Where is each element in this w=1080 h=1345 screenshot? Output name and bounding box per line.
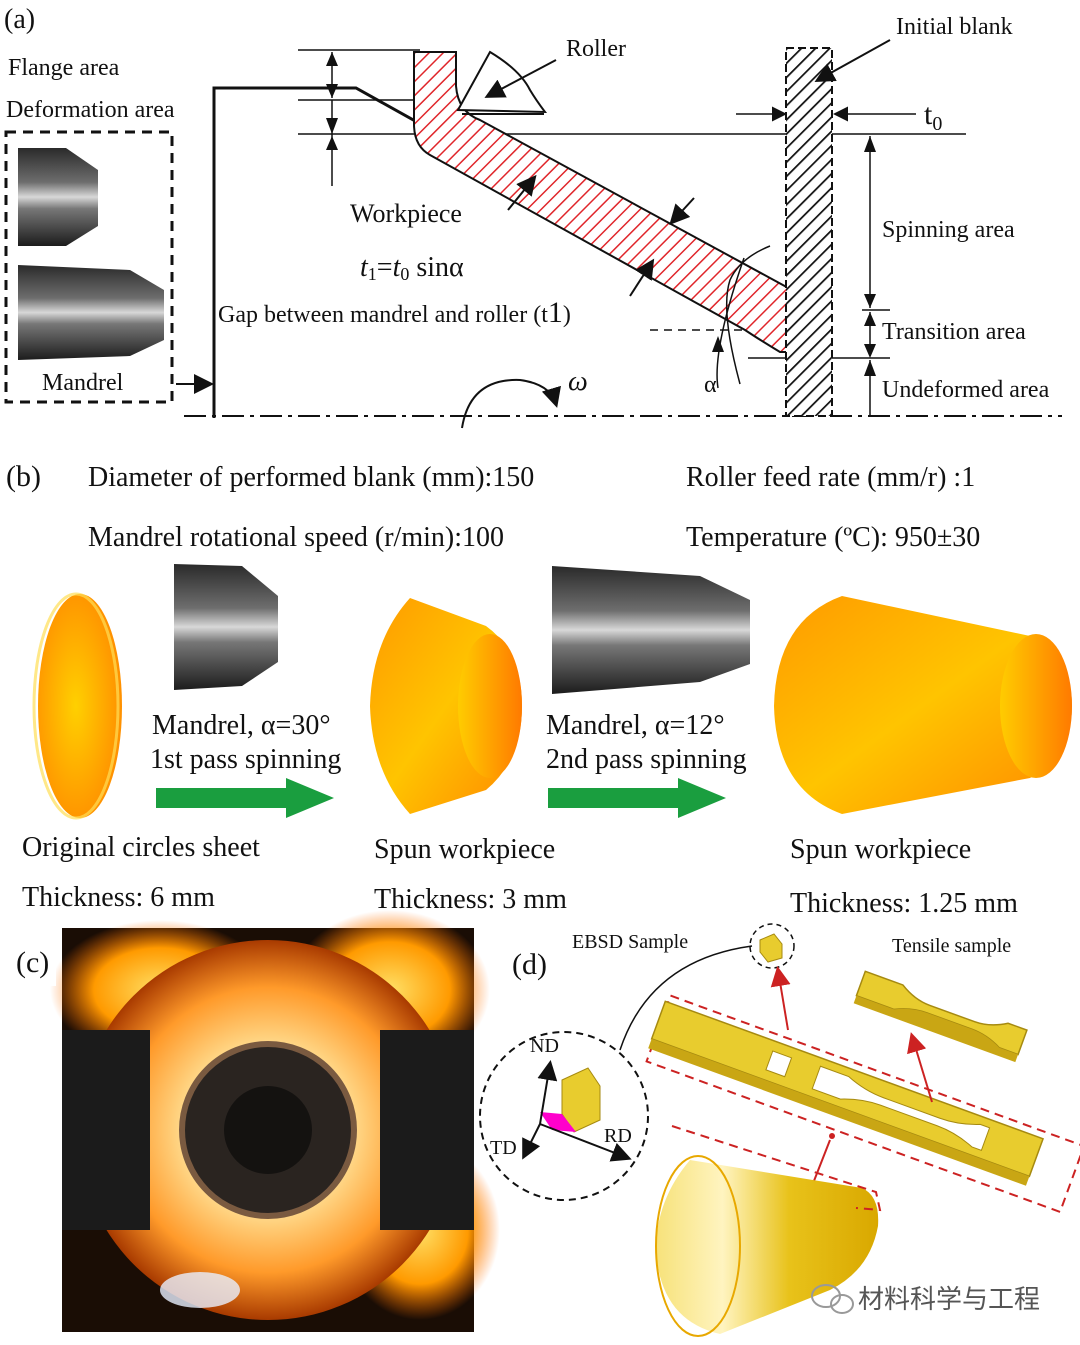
alpha-arc-left bbox=[716, 257, 745, 389]
undeformed-area-label: Undeformed area bbox=[882, 377, 1050, 403]
panel-b: (b) Diameter of performed blank (mm):150… bbox=[6, 460, 1072, 919]
tensile-label: Tensile sample bbox=[892, 935, 1011, 957]
dim-deform-arrows bbox=[326, 118, 338, 150]
mandrel-photo-box bbox=[4, 130, 174, 404]
cone-connector-dot bbox=[829, 1133, 835, 1139]
panel-c-label-bg bbox=[6, 940, 56, 986]
yellow-cone bbox=[655, 1125, 882, 1337]
panel-d-label: (d) bbox=[512, 948, 547, 981]
feed-param: Roller feed rate (mm/r) :1 bbox=[686, 462, 975, 493]
thickness-2-label: Thickness: 3 mm bbox=[374, 884, 567, 915]
original-disc-edge bbox=[32, 592, 120, 820]
spun-1-label: Spun workpiece bbox=[374, 834, 555, 865]
ebsd-extract-arrow bbox=[770, 966, 791, 1031]
roller-pointer bbox=[484, 59, 557, 98]
ebsd-label: EBSD Sample bbox=[572, 931, 688, 953]
panel-b-label: (b) bbox=[6, 460, 41, 493]
transition-dim-arrows bbox=[864, 312, 876, 358]
cone-rim bbox=[655, 1155, 741, 1337]
initial-blank bbox=[785, 47, 833, 417]
roller-shape bbox=[456, 50, 548, 114]
workpiece-pointer bbox=[507, 174, 537, 211]
original-disc bbox=[38, 594, 122, 818]
diameter-param: Diameter of performed blank (mm):150 bbox=[88, 462, 534, 493]
flange-area-label: Flange area bbox=[8, 55, 120, 81]
tensile-sample bbox=[853, 970, 1028, 1063]
initial-blank-pointer bbox=[814, 39, 891, 82]
deformation-area-label: Deformation area bbox=[6, 97, 175, 123]
pass2-mandrel-label: Mandrel, α=12° bbox=[546, 710, 725, 741]
gap-label: Gap between mandrel and roller (t1) bbox=[218, 296, 571, 329]
panel-d: (d) EBSD Sample Tensile sample ND RD TD bbox=[479, 923, 1080, 1337]
temperature-param: Temperature (ºC): 950±30 bbox=[686, 522, 980, 553]
thickness-arrow-2 bbox=[629, 258, 655, 297]
left-roller bbox=[62, 1030, 150, 1230]
thickness-arrow-1 bbox=[669, 197, 695, 225]
transition-area-label: Transition area bbox=[882, 319, 1026, 345]
formula: t1=t0 sinα bbox=[360, 252, 464, 284]
pass2-arrow bbox=[548, 778, 726, 818]
tensile-extract-arrow bbox=[907, 1032, 933, 1103]
cone-dashed-strip bbox=[671, 1125, 882, 1212]
original-sheet-label: Original circles sheet bbox=[22, 832, 260, 863]
pass1-label: 1st pass spinning bbox=[150, 744, 341, 775]
torch-flame bbox=[160, 1272, 240, 1308]
mandrel-12deg bbox=[552, 566, 750, 694]
watermark: 材料科学与工程 bbox=[811, 1284, 1040, 1315]
spinning-area-label: Spinning area bbox=[882, 217, 1015, 243]
td-axis bbox=[522, 1123, 541, 1160]
alpha-arc bbox=[725, 245, 771, 385]
ebsd-td-face bbox=[540, 1112, 576, 1132]
speed-param: Mandrel rotational speed (r/min):100 bbox=[88, 522, 504, 553]
ebsd-sample-small bbox=[759, 933, 783, 963]
td-label: TD bbox=[490, 1137, 517, 1159]
ebsd-connector bbox=[619, 945, 753, 1051]
panel-c: (c) bbox=[6, 910, 500, 1332]
roller-label: Roller bbox=[566, 36, 626, 62]
right-roller bbox=[380, 1030, 474, 1230]
initial-blank-label: Initial blank bbox=[896, 14, 1013, 40]
alpha-label: α bbox=[704, 372, 717, 398]
mandrel-label: Mandrel bbox=[42, 370, 124, 396]
nd-axis bbox=[537, 1060, 558, 1125]
pass2-label: 2nd pass spinning bbox=[546, 744, 747, 775]
pass1-mandrel-label: Mandrel, α=30° bbox=[152, 710, 331, 741]
cone-connector bbox=[811, 1139, 831, 1187]
spun-workpiece-2 bbox=[774, 596, 1072, 814]
workpiece-label: Workpiece bbox=[350, 199, 462, 228]
rd-axis bbox=[539, 1123, 632, 1162]
ebsd-sample-circle bbox=[749, 923, 795, 969]
sample-strip bbox=[648, 1000, 1045, 1186]
alpha-arrowhead bbox=[712, 336, 724, 352]
panel-a-label: (a) bbox=[4, 4, 35, 35]
spun-2-label: Spun workpiece bbox=[790, 834, 971, 865]
omega-label: ω bbox=[568, 366, 588, 397]
panel-a: (a) Flange area Deformation area Mandrel bbox=[4, 4, 1062, 429]
thickness-3-label: Thickness: 1.25 mm bbox=[790, 888, 1018, 919]
mandrel-hole bbox=[224, 1086, 312, 1174]
omega-arrow bbox=[461, 378, 561, 429]
nd-label: ND bbox=[530, 1035, 559, 1057]
t0-label: t0 bbox=[924, 98, 942, 135]
undeformed-dim-arrow bbox=[864, 360, 876, 376]
spun-workpiece-1 bbox=[370, 598, 522, 814]
rd-label: RD bbox=[604, 1125, 632, 1147]
mandrel-30deg bbox=[174, 564, 278, 690]
watermark-text: 材料科学与工程 bbox=[858, 1285, 1040, 1315]
panel-c-label: (c) bbox=[16, 946, 49, 979]
wechat-logo-icon bbox=[811, 1284, 854, 1314]
pass1-arrow bbox=[156, 778, 334, 818]
mandrel-photo-2 bbox=[18, 265, 164, 360]
mandrel-photo-1 bbox=[18, 148, 98, 246]
thickness-1-label: Thickness: 6 mm bbox=[22, 882, 215, 913]
dim-flange-arrows bbox=[326, 52, 338, 98]
